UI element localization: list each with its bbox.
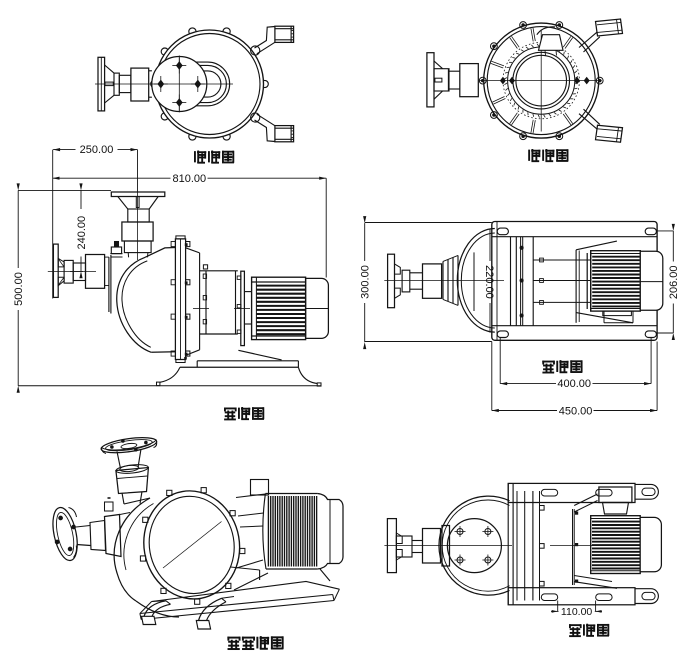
svg-text:450.00: 450.00 xyxy=(559,405,593,417)
svg-text:300.00: 300.00 xyxy=(360,265,372,299)
svg-text:250.00: 250.00 xyxy=(80,144,114,156)
svg-text:110.00: 110.00 xyxy=(561,606,592,618)
svg-text:500.00: 500.00 xyxy=(13,272,25,306)
svg-text:240.00: 240.00 xyxy=(76,216,88,250)
svg-text:400.00: 400.00 xyxy=(557,378,591,390)
svg-text:810.00: 810.00 xyxy=(172,173,206,185)
svg-text:220.00: 220.00 xyxy=(483,265,495,299)
svg-text:206.00: 206.00 xyxy=(668,265,680,299)
